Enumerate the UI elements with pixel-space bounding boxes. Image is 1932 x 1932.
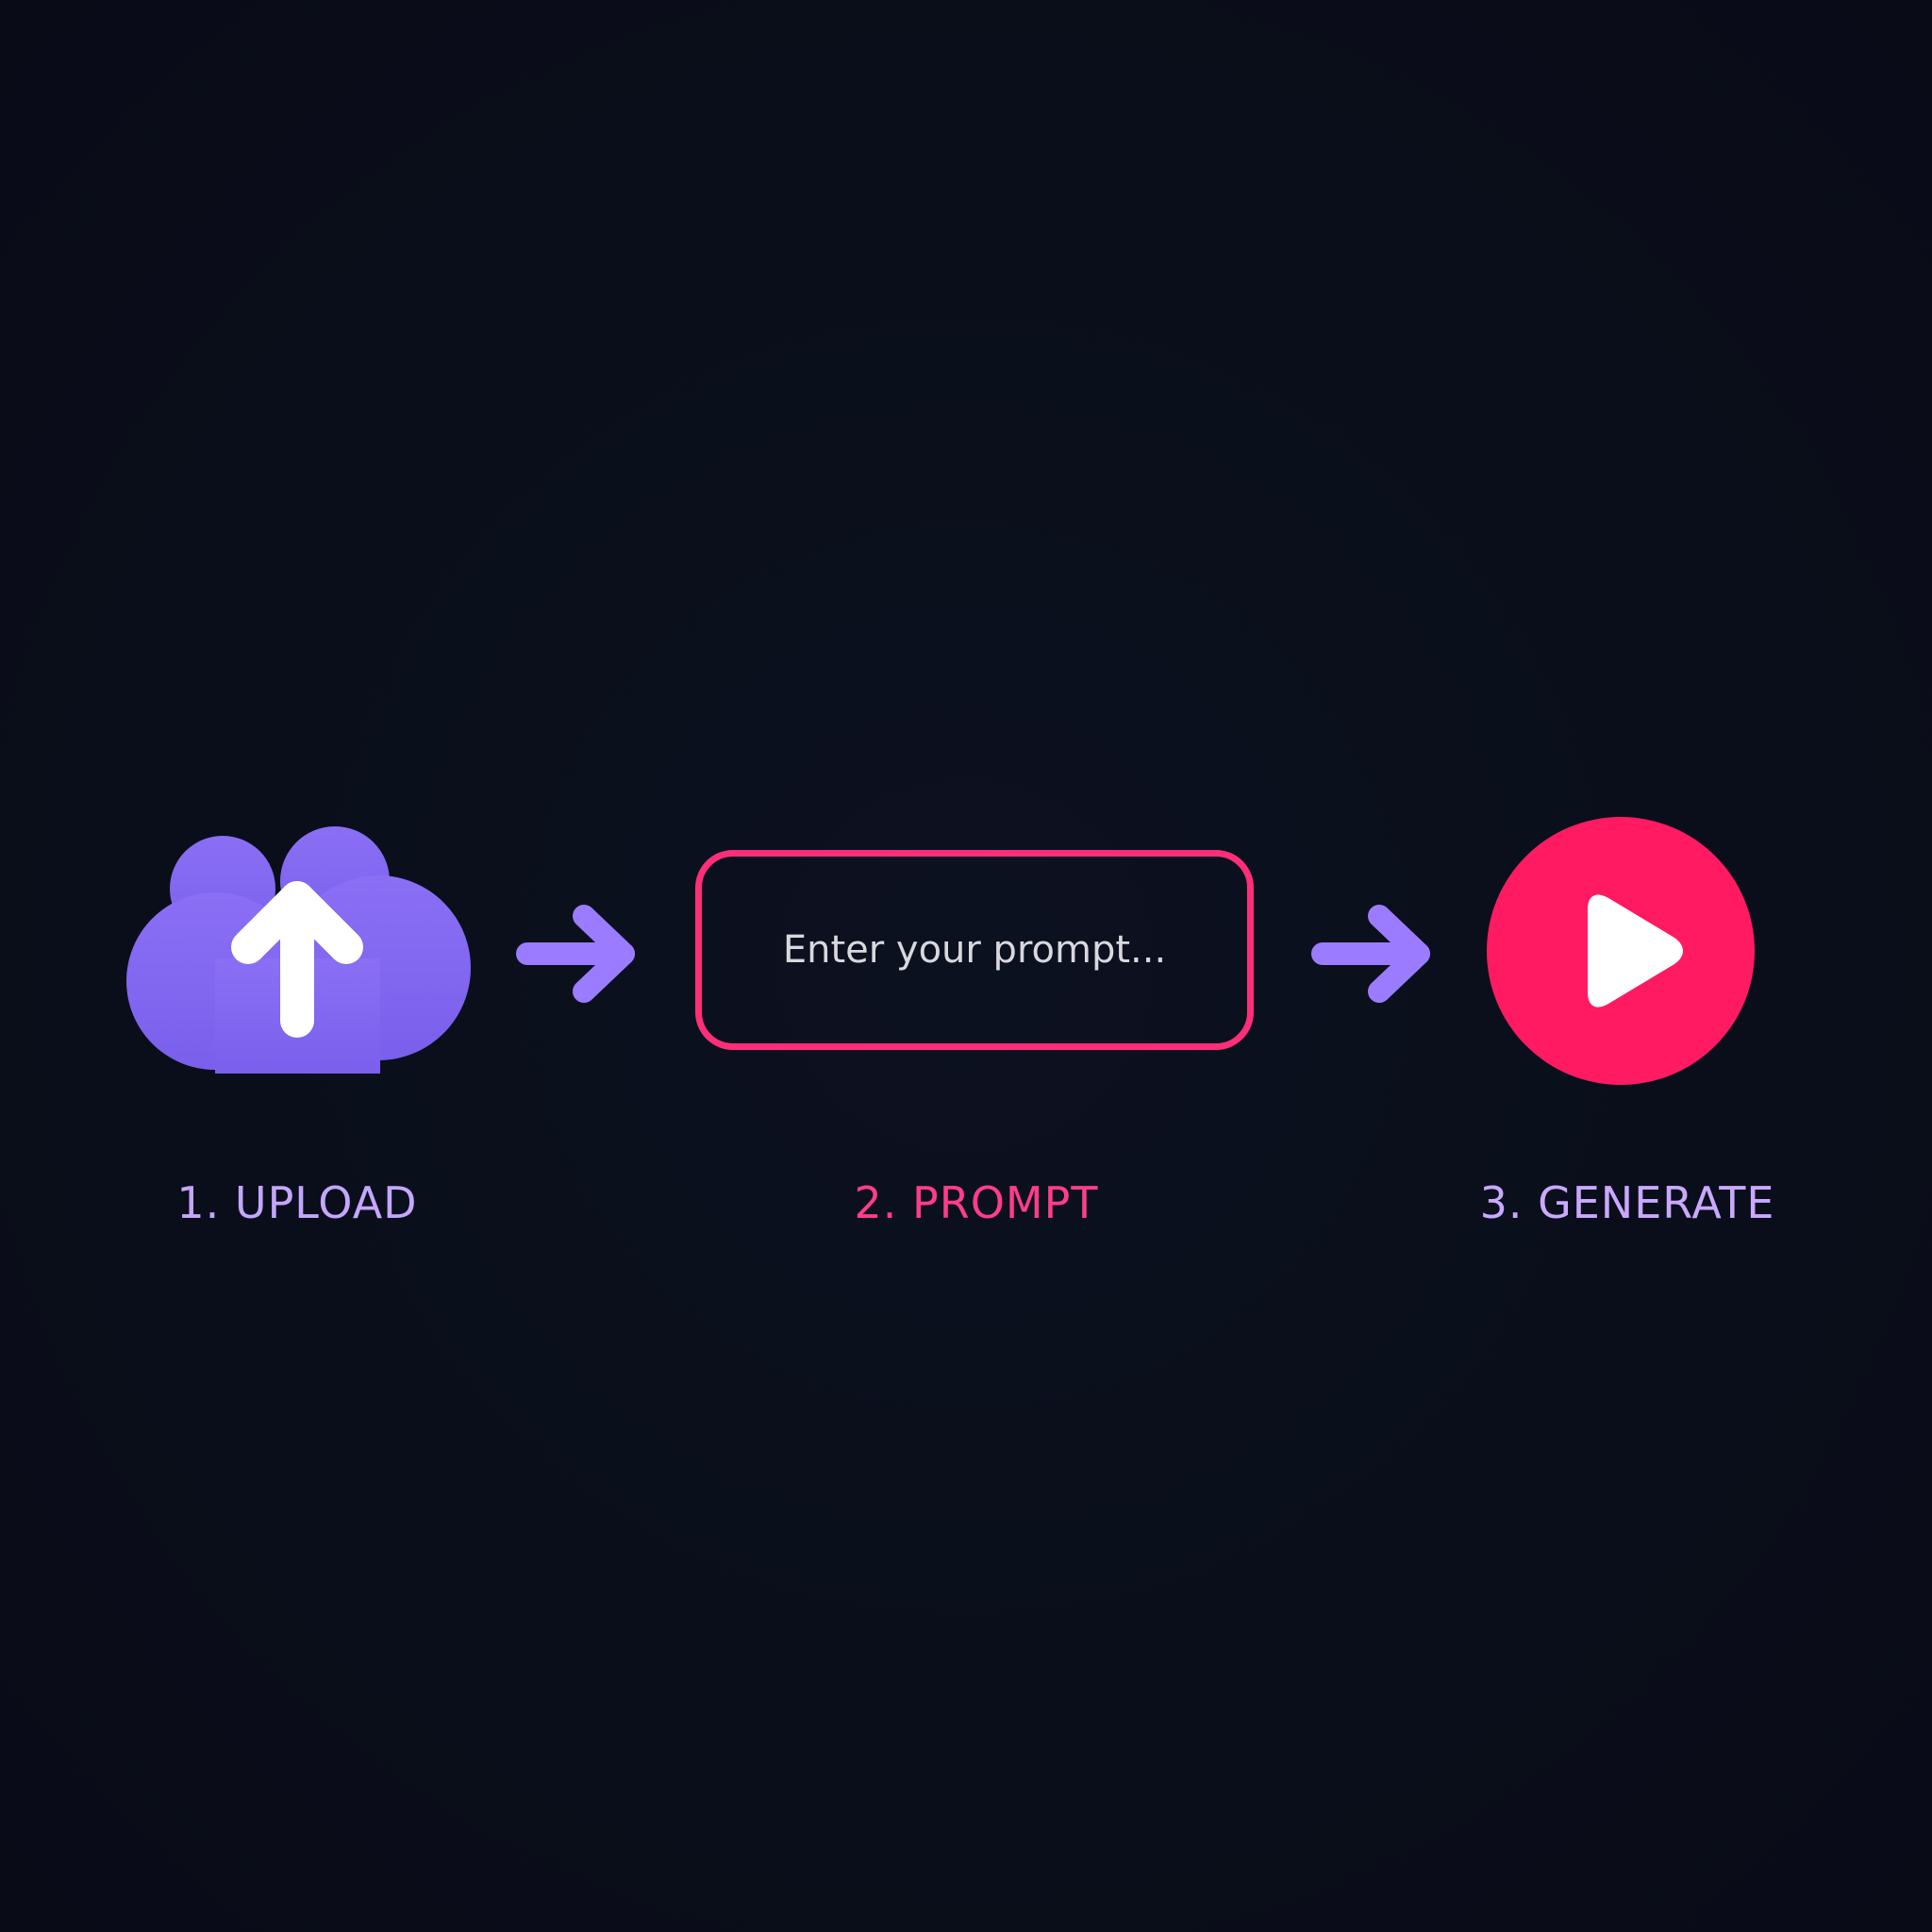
arrow-right-icon [514, 905, 641, 1003]
cloud-upload-icon [126, 826, 471, 1074]
play-icon [1588, 894, 1683, 1008]
arrow-right-icon [1309, 905, 1436, 1003]
step-label-generate: 3. GENERATE [1479, 1177, 1775, 1228]
step-label-upload: 1. UPLOAD [176, 1177, 418, 1228]
generate-button[interactable] [1487, 817, 1755, 1085]
step-label-prompt: 2. PROMPT [854, 1177, 1099, 1228]
prompt-input[interactable] [702, 857, 1247, 1043]
upload-button[interactable] [125, 826, 471, 1075]
prompt-input-container [695, 850, 1254, 1050]
